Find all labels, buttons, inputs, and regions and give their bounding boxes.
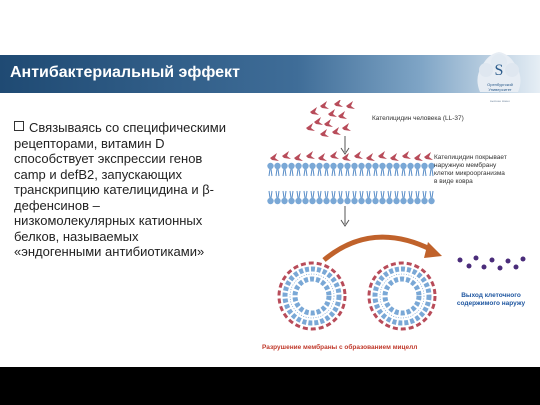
title-band — [0, 55, 540, 93]
mechanism-figure: Кателицидин человека (LL-37) Кателицидин… — [262, 99, 538, 358]
label-cathelicidin: Кателицидин человека (LL-37) — [372, 115, 464, 122]
peptide-carpet — [270, 151, 433, 161]
logo-name-line1: Оренбургский — [487, 82, 513, 87]
arrow-down-icon — [340, 206, 350, 227]
checkbox-bullet-icon — [14, 121, 24, 131]
svg-text:S: S — [495, 62, 504, 79]
arrow-down-icon — [340, 136, 350, 155]
membrane-bilayer — [266, 162, 436, 205]
label-carpet: Кателицидин покрывает наружную мембрану … — [434, 154, 507, 185]
slide-title: Антибактериальный эффект — [10, 64, 240, 81]
bullet-text: Связываясь со специфическими рецепторами… — [14, 120, 226, 259]
university-logo-icon: S — [477, 52, 521, 92]
logo-name: Оренбургский Университет — [472, 82, 528, 92]
mechanism-diagram — [266, 99, 526, 331]
logo-name-line2: Университет — [488, 87, 512, 92]
micelle-right — [367, 261, 437, 331]
curved-arrow-icon — [322, 234, 442, 262]
label-output: Выход клеточного содержимого наружу — [456, 292, 526, 307]
top-bar — [0, 0, 540, 22]
bullet-item: Связываясь со специфическими рецепторами… — [14, 120, 254, 260]
cell-contents-dots — [457, 255, 526, 271]
logo-subtitle: высшее звено — [490, 99, 510, 103]
slide: Антибактериальный эффект S Оренбургский … — [0, 0, 540, 367]
label-disruption: Разрушение мембраны с образованием мицел… — [262, 344, 418, 351]
micelle-left — [277, 261, 347, 331]
peptide-cluster — [306, 99, 355, 137]
